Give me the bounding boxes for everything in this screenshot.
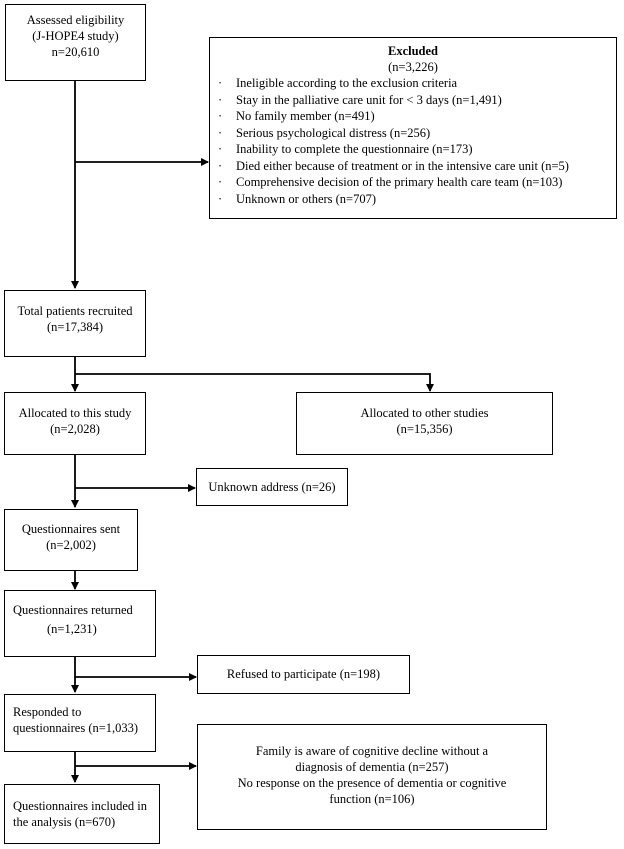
- node-family-aware: Family is aware of cognitive decline wit…: [197, 724, 547, 830]
- node-line: (n=17,384): [47, 320, 103, 334]
- node-allocated-this-study: Allocated to this study (n=2,028): [4, 392, 146, 455]
- excluded-reason: ·Comprehensive decision of the primary h…: [218, 175, 563, 189]
- excluded-reason: ·Unknown or others (n=707): [218, 191, 377, 206]
- node-line: Assessed eligibility: [26, 13, 125, 27]
- node-line: Questionnaires included in: [13, 799, 147, 813]
- excluded-reasons-list: ·Ineligible according to the exclusion c…: [210, 75, 616, 207]
- excluded-reason: ·Died either because of treatment or in …: [218, 158, 569, 173]
- node-line: Allocated to this study: [18, 406, 132, 420]
- node-line: the analysis (n=670): [13, 815, 116, 829]
- node-questionnaires-sent: Questionnaires sent (n=2,002): [4, 509, 138, 571]
- node-line: Questionnaires returned: [13, 603, 133, 617]
- node-line: (n=1,231): [47, 622, 97, 636]
- edge-recruited-other: [75, 373, 434, 392]
- node-line: questionnaires (n=1,033): [13, 721, 139, 735]
- node-line: No response on the presence of dementia …: [237, 776, 507, 790]
- excluded-reason: ·No family member (n=491): [218, 109, 375, 123]
- node-line: Total patients recruited: [17, 304, 133, 318]
- excluded-reason: ·Ineligible according to the exclusion c…: [218, 76, 458, 90]
- node-line: (n=15,356): [396, 422, 453, 436]
- node-line: n=20,610: [51, 45, 100, 59]
- node-unknown-address: Unknown address (n=26): [196, 468, 348, 506]
- node-excluded: Excluded (n=3,226) ·Ineligible according…: [209, 37, 617, 219]
- node-line: Allocated to other studies: [360, 406, 489, 420]
- node-responded: Responded to questionnaires (n=1,033): [4, 694, 156, 752]
- node-assessed-eligibility: Assessed eligibility (J-HOPE4 study) n=2…: [5, 4, 146, 81]
- excluded-reason: ·Inability to complete the questionnaire…: [218, 142, 473, 156]
- excluded-reason: ·Serious psychological distress (n=256): [218, 125, 431, 140]
- excluded-reason: ·Stay in the palliative care unit for < …: [218, 92, 502, 107]
- node-line: function (n=106): [329, 792, 415, 806]
- node-line: Unknown address (n=26): [208, 480, 336, 494]
- node-questionnaires-returned: Questionnaires returned (n=1,231): [4, 590, 156, 657]
- excluded-count: (n=3,226): [388, 60, 438, 74]
- node-line: (J-HOPE4 study): [32, 29, 119, 43]
- node-questionnaires-included: Questionnaires included in the analysis …: [4, 784, 160, 844]
- node-line: (n=2,028): [50, 422, 100, 436]
- node-total-recruited: Total patients recruited (n=17,384): [4, 290, 146, 357]
- node-line: diagnosis of dementia (n=257): [295, 760, 449, 774]
- node-line: Refused to participate (n=198): [226, 667, 381, 681]
- node-refused-to-participate: Refused to participate (n=198): [197, 655, 410, 694]
- excluded-title: Excluded: [387, 44, 438, 58]
- node-line: Responded to: [13, 705, 82, 719]
- node-line: Family is aware of cognitive decline wit…: [255, 744, 489, 758]
- node-line: Questionnaires sent: [21, 522, 121, 536]
- node-line: (n=2,002): [46, 538, 96, 552]
- node-allocated-other-studies: Allocated to other studies (n=15,356): [296, 392, 553, 455]
